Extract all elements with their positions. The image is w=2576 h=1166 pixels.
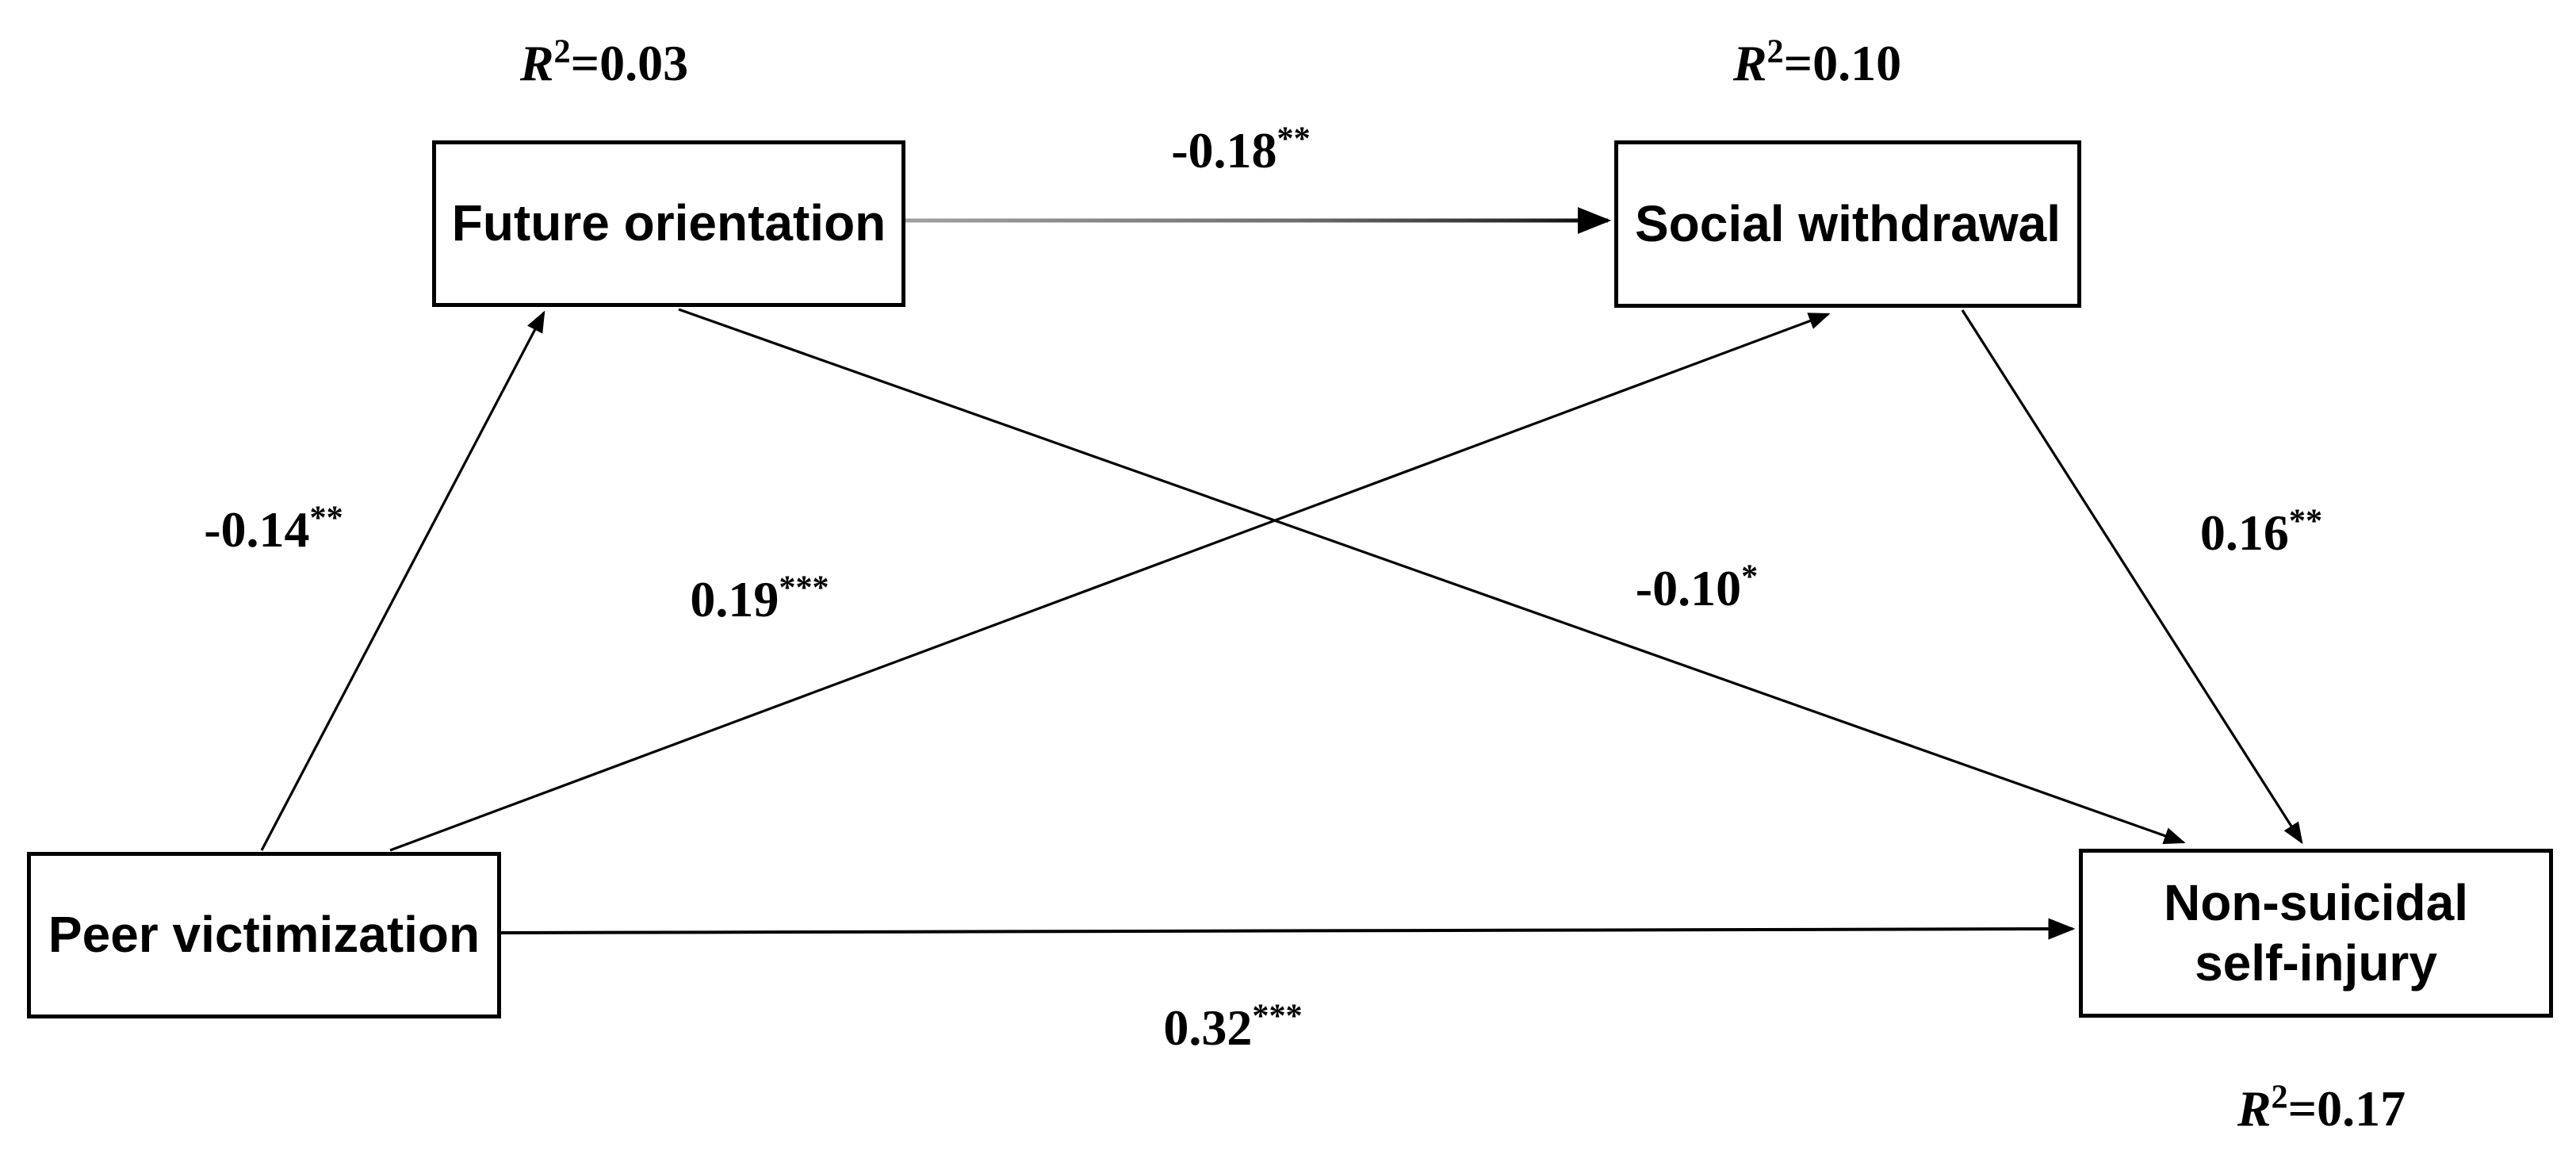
r2-variable: R [1732, 35, 1767, 91]
coefficient-label-sw-to-nssi: 0.16** [2200, 504, 2322, 558]
node-label-line-2: self-injury [2195, 934, 2437, 991]
coefficient-label-fo-to-nssi: -0.10* [1635, 560, 1758, 616]
arrow-peer-victimization-to-social-withdrawal [389, 313, 1831, 852]
r2-value: =0.17 [2287, 1080, 2406, 1137]
coefficient-label-fo-to-sw: -0.18** [1171, 122, 1311, 178]
node-peer-victimization: Peer victimization [27, 852, 501, 1018]
r2-variable: R [519, 35, 554, 91]
coefficient-value: -0.14 [204, 501, 310, 558]
r2-exponent: 2 [2271, 1078, 2288, 1116]
r2-label-social-withdrawal: R2=0.10 [1732, 35, 1902, 91]
coefficient-label-pv-to-nssi: 0.32*** [1163, 999, 1302, 1053]
r2-label-future-orientation: R2=0.03 [519, 35, 689, 91]
significance-stars: * [1741, 558, 1759, 596]
arrow-peer-victimization-to-non-suicidal-self-injury [500, 918, 2076, 940]
node-label: Social withdrawal [1634, 194, 2061, 252]
node-label: Peer victimization [48, 906, 480, 964]
r2-variable: R [2237, 1080, 2272, 1137]
significance-stars: ** [309, 499, 343, 537]
node-non-suicidal-self-injury: Non-suicidal self-injury [2079, 849, 2553, 1018]
coefficient-value: 0.19 [690, 571, 779, 627]
r2-value: =0.03 [570, 35, 689, 91]
arrow-peer-victimization-to-future-orientation [260, 310, 545, 851]
significance-stars: ** [1277, 120, 1311, 158]
significance-stars: *** [1252, 997, 1303, 1035]
coefficient-label-pv-to-fo: -0.14** [204, 501, 343, 558]
node-future-orientation: Future orientation [432, 140, 905, 307]
r2-exponent: 2 [1766, 33, 1784, 71]
coefficient-value: 0.16 [2199, 504, 2289, 561]
significance-stars: *** [779, 569, 829, 607]
coefficient-label-pv-to-sw: 0.19*** [690, 571, 829, 627]
significance-stars: ** [2288, 502, 2323, 540]
r2-label-non-suicidal-self-injury: R2=0.17 [2237, 1080, 2406, 1134]
r2-exponent: 2 [553, 33, 571, 71]
arrow-social-withdrawal-to-non-suicidal-self-injury [1961, 309, 2303, 845]
arrow-future-orientation-to-non-suicidal-self-injury [678, 308, 2186, 845]
coefficient-value: 0.32 [1163, 999, 1253, 1056]
coefficient-value: -0.10 [1635, 560, 1742, 616]
node-social-withdrawal: Social withdrawal [1614, 140, 2081, 308]
node-label: Future orientation [451, 194, 886, 252]
node-label-line-1: Non-suicidal [2163, 873, 2469, 931]
r2-value: =0.10 [1783, 35, 1902, 91]
coefficient-value: -0.18 [1171, 122, 1277, 178]
